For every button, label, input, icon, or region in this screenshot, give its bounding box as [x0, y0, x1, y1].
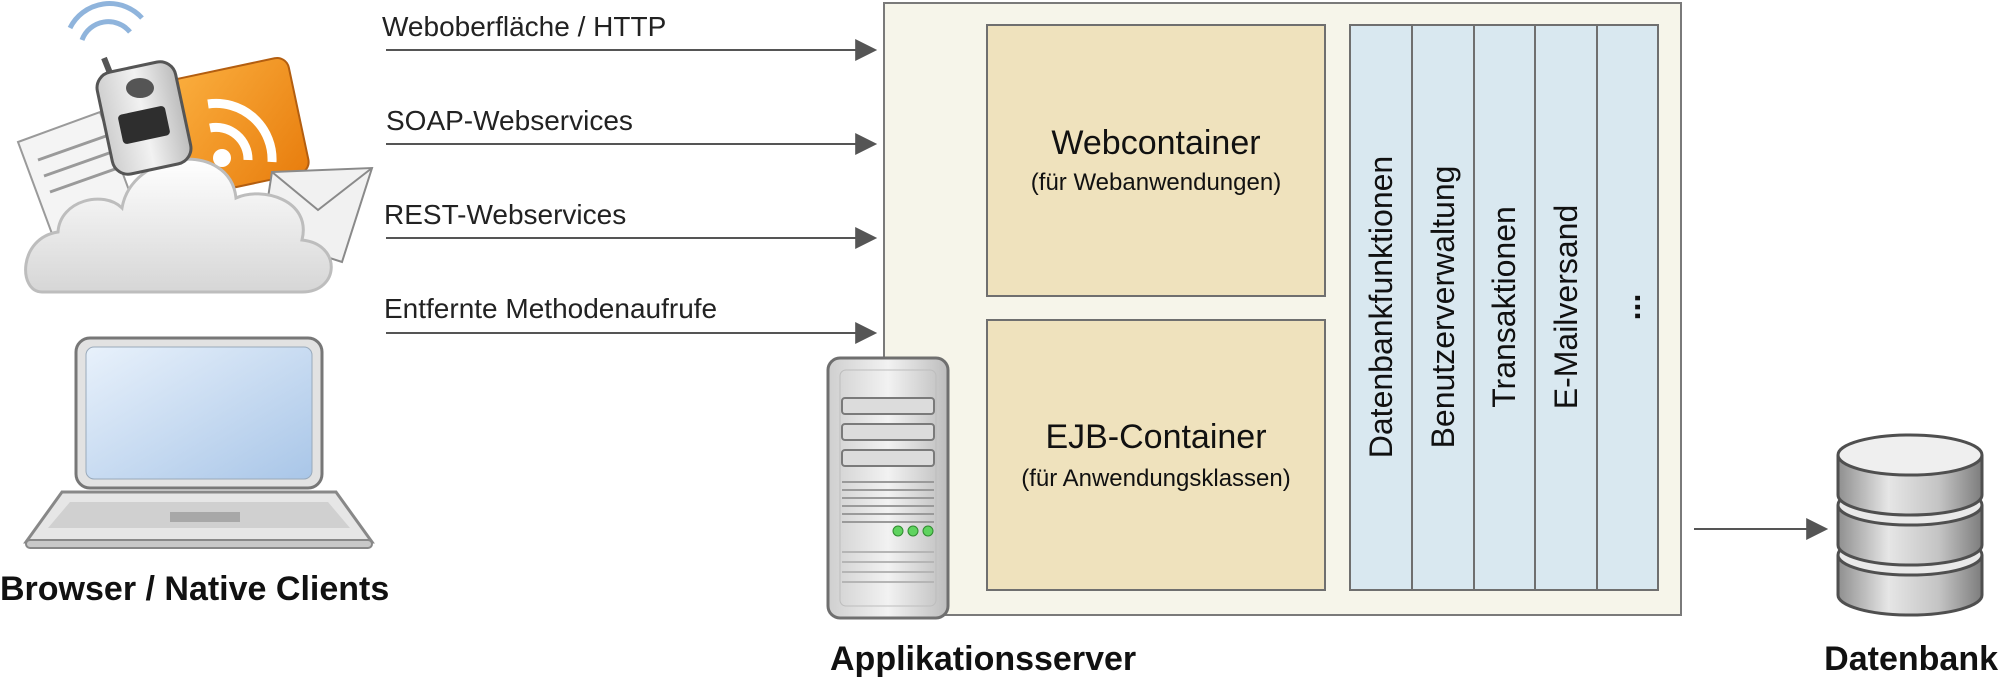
- connection-label-rest: REST-Webservices: [384, 199, 626, 230]
- service-column: [1596, 24, 1659, 591]
- laptop-icon: [23, 336, 375, 549]
- database-icon: [1836, 433, 1984, 617]
- mobile-phone-icon: [67, 1, 193, 176]
- service-column: [1473, 24, 1536, 591]
- server-title: Applikationsserver: [830, 640, 1136, 678]
- connections: Weboberfläche / HTTP SOAP-Webservices RE…: [382, 11, 878, 344]
- webcontainer-subtitle: (für Webanwendungen): [1031, 169, 1281, 196]
- connection-label-rmi: Entfernte Methodenaufrufe: [384, 293, 717, 324]
- database-title: Datenbank: [1824, 640, 1998, 678]
- service-label-datenbankfunktionen: Datenbankfunktionen: [1363, 156, 1399, 458]
- cloud-icon: [24, 157, 333, 294]
- clients-title: Browser / Native Clients: [0, 570, 389, 608]
- ejb-container-box: EJB-Container (für Anwendungsklassen): [986, 319, 1326, 591]
- connection-label-http: Weboberfläche / HTTP: [382, 11, 666, 42]
- clients-icon-cluster: [16, 1, 375, 549]
- services-columns: Datenbankfunktionen Benutzerverwaltung T…: [1349, 24, 1659, 591]
- service-label-transaktionen: Transaktionen: [1486, 206, 1522, 408]
- ejb-container-title: EJB-Container: [1045, 418, 1266, 456]
- webcontainer-title: Webcontainer: [1051, 124, 1260, 162]
- service-label-more: ...: [1611, 294, 1647, 321]
- service-label-benutzerverwaltung: Benutzerverwaltung: [1425, 166, 1461, 449]
- service-column: [1349, 24, 1413, 591]
- service-label-emailversand: E-Mailversand: [1548, 205, 1584, 410]
- service-column: [1411, 24, 1475, 591]
- ejb-container-subtitle: (für Anwendungsklassen): [1021, 465, 1290, 492]
- webcontainer-box: Webcontainer (für Webanwendungen): [986, 24, 1326, 297]
- server-tower-icon: [826, 356, 950, 620]
- connection-label-soap: SOAP-Webservices: [386, 105, 633, 136]
